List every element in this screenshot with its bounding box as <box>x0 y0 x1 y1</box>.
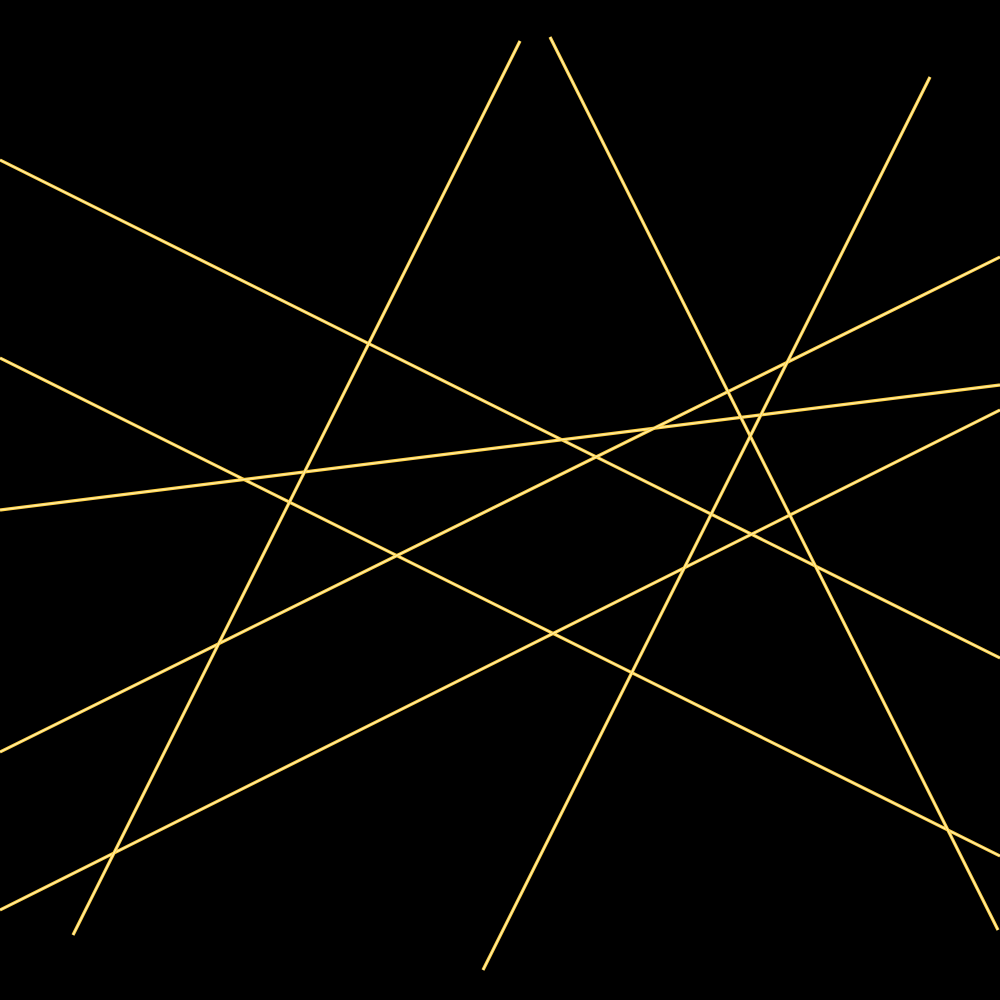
line-3-core <box>0 384 1000 511</box>
line-2-core <box>0 357 1000 857</box>
line-8-core <box>482 76 931 971</box>
line-7-core <box>549 36 999 931</box>
line-4-core <box>0 256 1000 753</box>
line-1-core <box>0 159 1000 659</box>
line-6-core <box>72 40 521 936</box>
lines-group <box>0 36 1000 971</box>
line-5-core <box>0 409 1000 911</box>
